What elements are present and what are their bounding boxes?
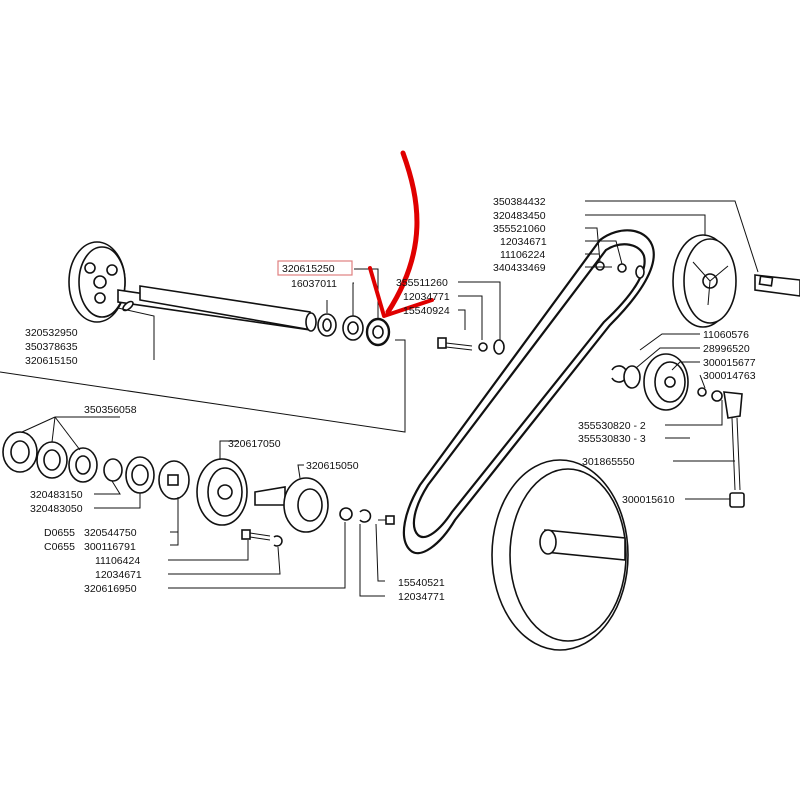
label-12034771-b: 12034771: [398, 591, 445, 603]
label-301865550: 301865550: [582, 456, 635, 468]
fasteners-upper-right: [595, 261, 645, 279]
label-320615250: 320615250: [282, 263, 335, 275]
label-320615050: 320615050: [306, 460, 359, 472]
large-pulley-bottom: [491, 459, 629, 651]
red-arrow: [368, 150, 434, 318]
label-320532950: 320532950: [25, 327, 78, 339]
label-340433469: 340433469: [493, 262, 546, 274]
shaft-assembly: [68, 241, 391, 347]
label-11106424: 11106424: [95, 555, 140, 567]
label-12034771-a: 12034771: [403, 291, 450, 303]
label-C0655: C0655: [44, 541, 75, 553]
label-28996520: 28996520: [703, 343, 750, 355]
label-320483050: 320483050: [30, 503, 83, 515]
label-300014763: 300014763: [703, 370, 756, 382]
label-320544750: 320544750: [84, 527, 137, 539]
label-320483150: 320483150: [30, 489, 83, 501]
label-320617050: 320617050: [228, 438, 281, 450]
label-300015677: 300015677: [703, 357, 756, 369]
bearing-stack-lower-left: [2, 431, 395, 547]
label-11106224-a: 11106224: [500, 249, 545, 261]
label-16037011: 16037011: [291, 278, 337, 290]
label-300116791: 300116791: [84, 541, 136, 553]
label-12034671-b: 12034671: [95, 569, 142, 581]
highlight-box: [277, 260, 353, 276]
v-belt: [402, 229, 655, 555]
label-11060576: 11060576: [703, 329, 749, 341]
label-355511xxx: 355511260: [396, 277, 448, 289]
label-320615150: 320615150: [25, 355, 78, 367]
label-355530820: 355530820 - 2: [578, 420, 646, 432]
part-labels: 350384432 320483450 355521060 12034671 1…: [25, 196, 756, 603]
label-350384432: 350384432: [493, 196, 546, 208]
label-15540924: 15540924: [403, 305, 450, 317]
label-355530830: 355530830 - 3: [578, 433, 646, 445]
label-D0655: D0655: [44, 527, 75, 539]
tensioner-assembly: [611, 353, 745, 508]
label-355521060: 355521060: [493, 223, 546, 235]
label-12034671-a: 12034671: [500, 236, 547, 248]
bolt-group-center: [437, 337, 505, 355]
label-350378635: 350378635: [25, 341, 78, 353]
label-300015610: 300015610: [622, 494, 675, 506]
label-350356058: 350356058: [84, 404, 137, 416]
leader-lines: [21, 200, 759, 597]
label-15540521: 15540521: [398, 577, 445, 589]
label-320616950: 320616950: [84, 583, 137, 595]
assembly-boundary: [0, 339, 406, 433]
right-pulley: [672, 234, 800, 328]
label-320483450: 320483450: [493, 210, 546, 222]
